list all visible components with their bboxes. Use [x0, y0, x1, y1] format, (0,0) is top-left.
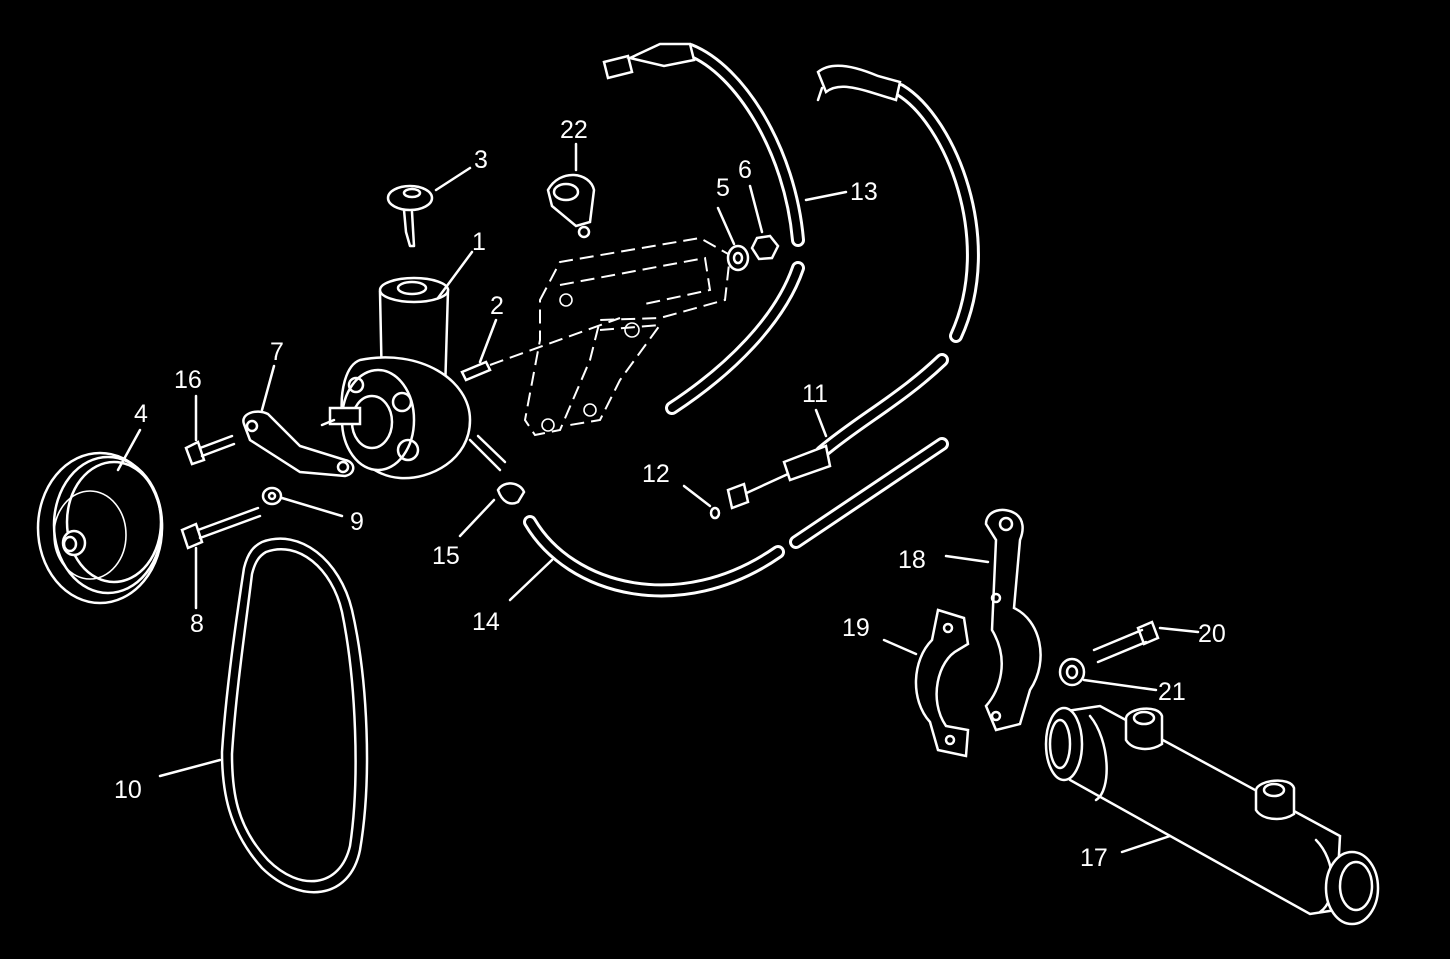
label-12: 12 [642, 460, 670, 488]
label-3: 3 [474, 146, 488, 174]
label-20: 20 [1198, 620, 1226, 648]
label-5: 5 [716, 174, 730, 202]
part-pulley [36, 451, 164, 605]
part-stud [460, 317, 621, 382]
label-21: 21 [1158, 678, 1186, 706]
label-4: 4 [134, 400, 148, 428]
part-washer-9 [261, 486, 283, 506]
part-pump [320, 276, 507, 480]
part-hose-14 [523, 437, 949, 598]
part-o-ring [709, 506, 721, 520]
label-1: 1 [472, 228, 486, 256]
part-clamp [546, 173, 596, 239]
part-fitting-15 [496, 482, 526, 505]
label-17: 17 [1080, 844, 1108, 872]
part-bracket [523, 236, 732, 437]
label-9: 9 [350, 508, 364, 536]
label-18: 18 [898, 546, 926, 574]
callout-labels: 1 2 3 4 5 6 7 8 9 10 11 12 13 14 15 16 1… [114, 116, 1226, 872]
label-22: 22 [560, 116, 588, 144]
part-cooler [1044, 704, 1380, 926]
label-8: 8 [190, 610, 204, 638]
part-cap [386, 184, 434, 248]
part-bolt-8 [180, 506, 262, 550]
label-11: 11 [802, 380, 828, 408]
part-hose-13 [602, 42, 805, 415]
part-lockwasher-21 [1058, 657, 1086, 687]
part-hose-11 [726, 64, 980, 510]
leader-lines [116, 142, 1200, 854]
part-strap-19 [914, 608, 970, 758]
part-belt [220, 537, 369, 894]
label-15: 15 [432, 542, 460, 570]
label-19: 19 [842, 614, 870, 642]
part-bolt-16 [184, 434, 236, 466]
label-13: 13 [850, 178, 878, 206]
part-strap-18 [984, 508, 1042, 732]
part-arm [242, 410, 355, 478]
label-7: 7 [270, 338, 284, 366]
label-14: 14 [472, 608, 500, 636]
label-6: 6 [738, 156, 752, 184]
part-bolt-20 [1092, 620, 1160, 664]
label-2: 2 [490, 292, 504, 320]
label-16: 16 [174, 366, 202, 394]
label-10: 10 [114, 776, 142, 804]
part-washer-nut [726, 234, 780, 272]
